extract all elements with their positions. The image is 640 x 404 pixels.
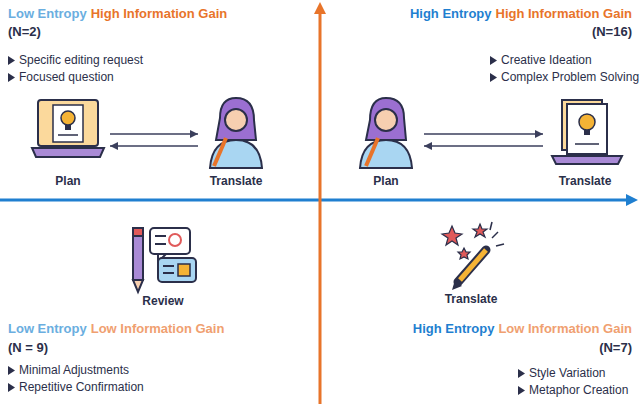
review-node: Review [125, 222, 201, 308]
icon-label: Plan [371, 174, 400, 188]
flow-arrow [424, 130, 543, 138]
bullet-marker [8, 73, 15, 82]
icon-label: Translate [557, 174, 614, 188]
icon-label: Review [140, 294, 185, 308]
document-node: Translate [545, 96, 625, 188]
bullet-marker [518, 386, 525, 395]
bullet-row: Creative Ideation [490, 52, 592, 68]
flow-arrow [110, 130, 198, 138]
bullet-row: Metaphor Creation [518, 382, 628, 398]
x-axis [0, 199, 628, 202]
quadrant-title: High Entropy [413, 321, 495, 337]
count-label: (N=7) [599, 340, 632, 356]
heading-row: High EntropyHigh Information Gain [410, 6, 632, 22]
bullet-text: Minimal Adjustments [19, 362, 129, 378]
bullet-marker [8, 383, 15, 392]
bullet-row: Focused question [8, 69, 114, 85]
count-label: (N = 9) [8, 340, 48, 356]
magic-pencil-icon [442, 222, 504, 290]
quadrant-title: Low Entropy [8, 321, 87, 337]
icon-label: Translate [443, 292, 500, 306]
quadrant-title: High Information Gain [496, 6, 633, 22]
bullet-marker [8, 56, 15, 65]
icon-label: Plan [53, 174, 82, 188]
quadrant-title: Low Information Gain [91, 321, 225, 337]
count-label: (N=2) [8, 24, 41, 40]
bullet-row: Style Variation [518, 365, 605, 381]
bullet-text: Repetitive Confirmation [19, 379, 144, 395]
bullet-marker [518, 369, 525, 378]
bullet-text: Metaphor Creation [529, 382, 628, 398]
bullet-text: Style Variation [529, 365, 605, 381]
document-icon [552, 100, 622, 164]
bullet-text: Specific editing request [19, 52, 143, 68]
quadrant-title: Low Information Gain [498, 321, 632, 337]
heading-row: (N=2) [8, 24, 41, 40]
heading-row: Low EntropyHigh Information Gain [8, 6, 227, 22]
bullet-text: Complex Problem Solving [501, 69, 639, 85]
bullet-row: Complex Problem Solving [490, 69, 639, 85]
laptop-icon [32, 100, 104, 157]
heading-row: (N=16) [592, 24, 632, 40]
y-axis [319, 12, 322, 404]
count-label: (N=16) [592, 24, 632, 40]
quadrant-title: High Entropy [410, 6, 492, 22]
person-icon [210, 98, 262, 168]
quadrant-title: High Information Gain [91, 6, 228, 22]
bullet-row: Minimal Adjustments [8, 362, 129, 378]
x-axis-head [626, 194, 638, 206]
laptop-node: Plan [28, 96, 108, 188]
bullet-row: Repetitive Confirmation [8, 379, 144, 395]
flow-arrow [110, 142, 198, 150]
flow-arrow [424, 142, 543, 150]
person-icon [360, 98, 412, 168]
bullet-text: Focused question [19, 69, 114, 85]
pencil-node: Translate [435, 218, 507, 306]
heading-row: (N = 9) [8, 340, 48, 356]
bullet-marker [490, 56, 497, 65]
person-node: Plan [350, 96, 422, 188]
bullet-marker [490, 73, 497, 82]
icon-label: Translate [208, 174, 265, 188]
bullet-row: Specific editing request [8, 52, 143, 68]
heading-row: Low EntropyLow Information Gain [8, 321, 224, 337]
quadrant-title: Low Entropy [8, 6, 87, 22]
heading-row: High EntropyLow Information Gain [413, 321, 632, 337]
heading-row: (N=7) [599, 340, 632, 356]
bullet-text: Creative Ideation [501, 52, 592, 68]
person-node: Translate [200, 96, 272, 188]
y-axis-head [314, 2, 326, 14]
bullet-marker [8, 366, 15, 375]
review-icon [133, 228, 196, 292]
